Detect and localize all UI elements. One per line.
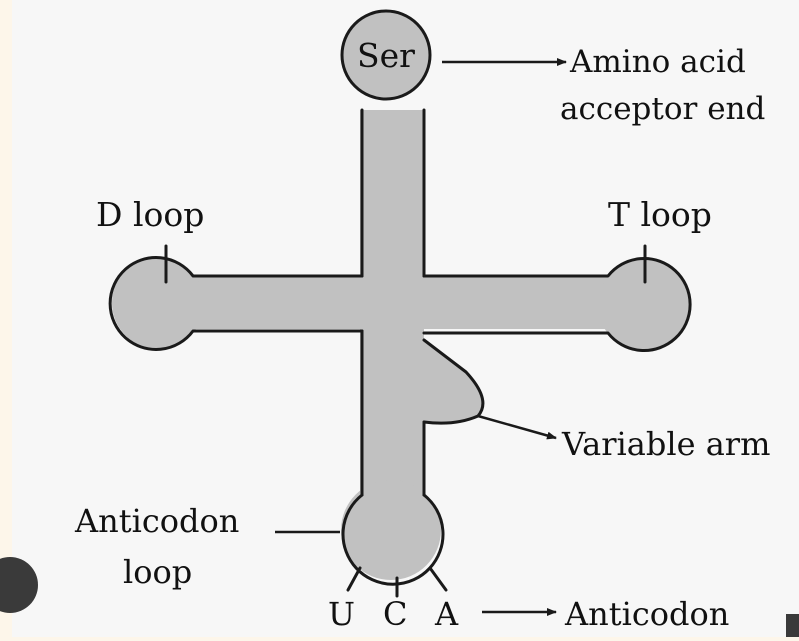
corner-mark xyxy=(786,614,799,637)
anticodon-loop-label-line2: loop xyxy=(123,553,192,591)
codon-letter-c: C xyxy=(383,595,407,633)
anticodon-label: Anticodon xyxy=(564,595,729,633)
anticodon-loop-label-line1: Anticodon xyxy=(74,502,239,540)
amino-acid-label-line1: Amino acid xyxy=(569,44,746,80)
codon-letter-a: A xyxy=(434,595,459,633)
amino-acid-label-line2: acceptor end xyxy=(560,91,765,127)
d-loop-label: D loop xyxy=(96,195,204,234)
variable-arm-label: Variable arm xyxy=(561,425,770,463)
d-t-arm-band xyxy=(160,276,650,329)
codon-letter-u: U xyxy=(328,595,355,633)
ser-label: Ser xyxy=(357,36,415,75)
t-loop-label: T loop xyxy=(608,195,712,234)
